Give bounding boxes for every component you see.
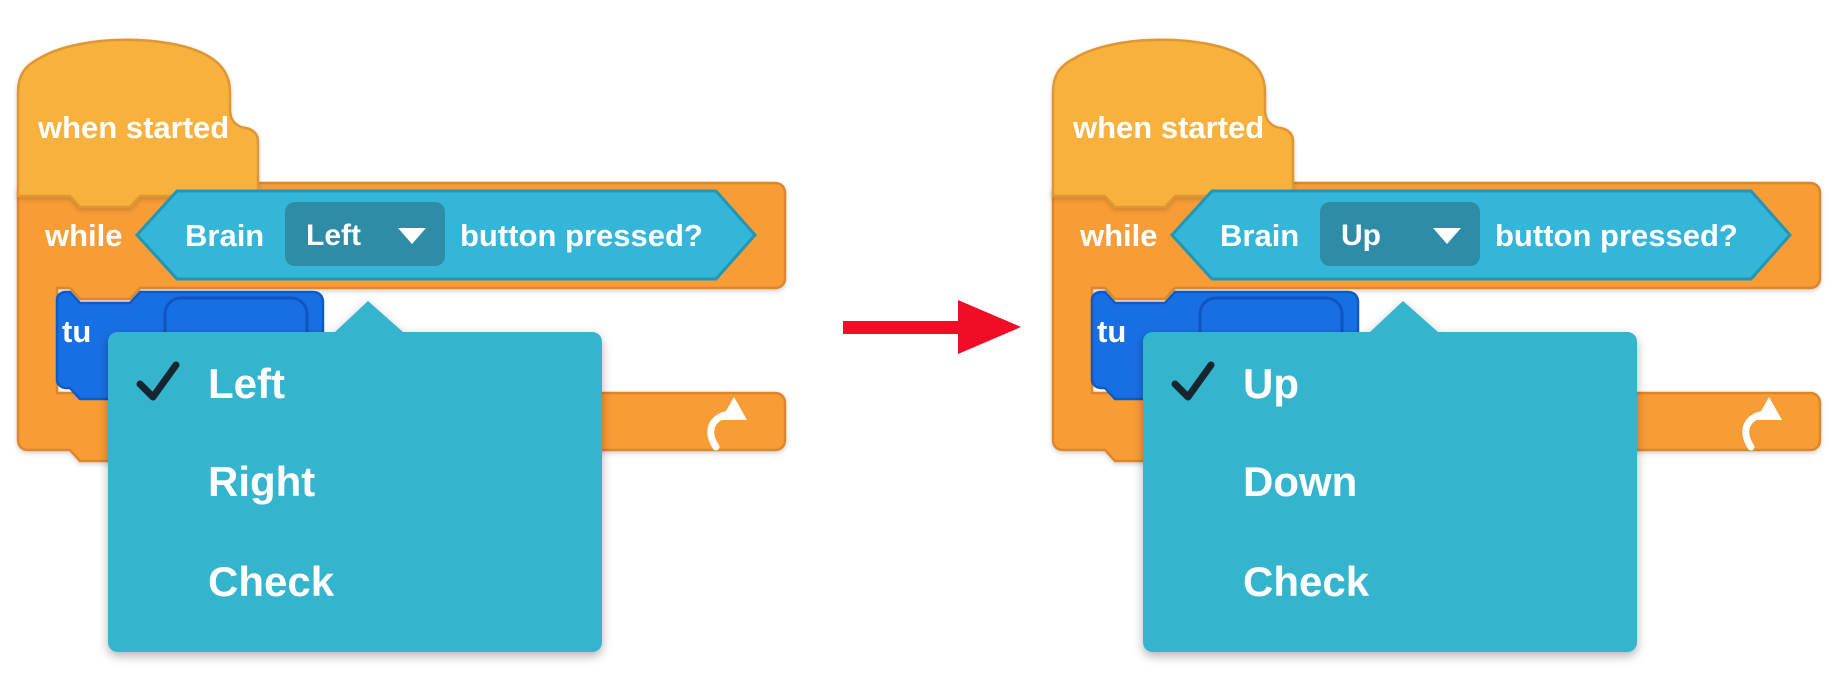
menu-item[interactable]: Check — [1243, 558, 1370, 605]
loop-arrow-icon — [1742, 397, 1782, 451]
loop-arrow-icon — [707, 397, 747, 451]
transform-arrow-icon — [843, 300, 1021, 354]
when-started-label: when started — [1072, 110, 1264, 145]
menu-item[interactable]: Down — [1243, 458, 1357, 505]
menu-item-label: Check — [208, 558, 335, 605]
brain-label: Brain — [185, 218, 264, 253]
menu-item[interactable]: Check — [208, 558, 335, 605]
caret-down-icon — [398, 228, 426, 244]
while-label: while — [1079, 218, 1158, 253]
menu-item[interactable]: Left — [136, 360, 285, 407]
block-stack-before: while when started Brain Left button pre… — [16, 38, 787, 652]
button-dropdown-value: Left — [306, 219, 361, 252]
checkmark-icon — [1171, 361, 1215, 401]
button-pressed-label: button pressed? — [460, 218, 703, 253]
when-started-block[interactable]: when started — [16, 38, 260, 209]
button-pressed-label: button pressed? — [1495, 218, 1738, 253]
when-started-label: when started — [37, 110, 229, 145]
menu-item-label: Down — [1243, 458, 1357, 505]
while-block[interactable]: while — [1051, 181, 1822, 463]
turn-label-visible: tu — [62, 314, 91, 349]
checkmark-icon — [136, 361, 180, 401]
button-pressed-condition-block[interactable]: Brain Up button pressed? — [1170, 189, 1792, 281]
button-pressed-condition-block[interactable]: Brain Left button pressed? — [135, 189, 757, 281]
while-label: while — [44, 218, 123, 253]
button-dropdown-field[interactable]: Up — [1320, 202, 1480, 266]
menu-item-label: Up — [1243, 360, 1299, 407]
menu-item[interactable]: Right — [208, 458, 315, 505]
turn-label-visible: tu — [1097, 314, 1126, 349]
menu-item[interactable]: Up — [1171, 360, 1299, 407]
menu-item-label: Check — [1243, 558, 1370, 605]
when-started-block[interactable]: when started — [1051, 38, 1295, 209]
caret-down-icon — [1433, 228, 1461, 244]
menu-item-label: Left — [208, 360, 285, 407]
dropdown-menu: Up Down Check — [1143, 301, 1637, 652]
block-stack-after: while when started Brain Up button press… — [1051, 38, 1822, 652]
brain-label: Brain — [1220, 218, 1299, 253]
dropdown-menu: Left Right Check — [108, 301, 602, 652]
button-dropdown-value: Up — [1341, 219, 1381, 252]
while-block[interactable]: while — [16, 181, 787, 463]
menu-item-label: Right — [208, 458, 315, 505]
button-dropdown-field[interactable]: Left — [285, 202, 445, 266]
